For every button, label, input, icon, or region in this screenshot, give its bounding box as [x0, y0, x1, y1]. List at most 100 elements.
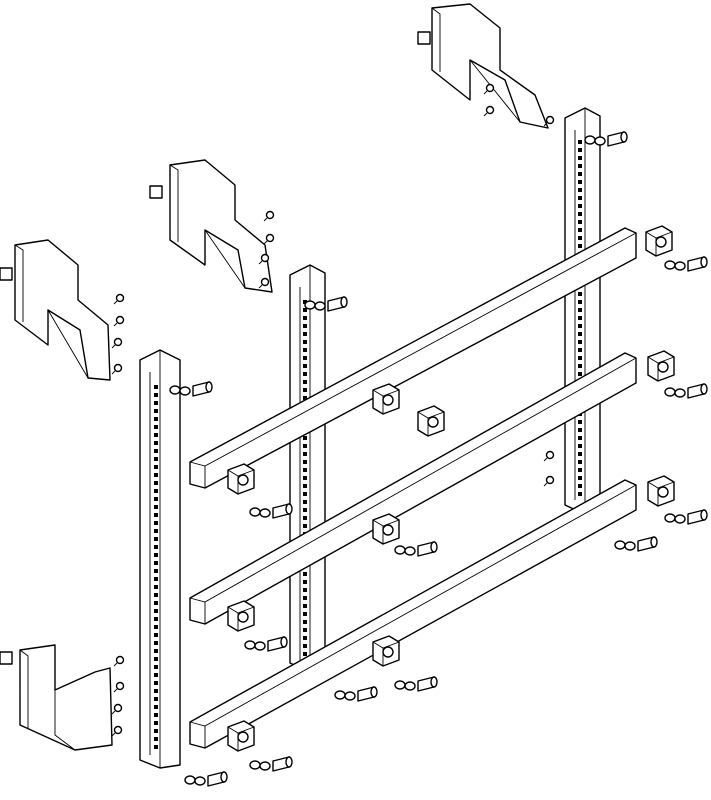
rail-hole	[154, 601, 158, 605]
screw-with-washers	[249, 756, 293, 772]
rail-hole	[303, 612, 307, 616]
clamp	[227, 720, 255, 752]
rail-hole	[154, 665, 158, 669]
rail-hole	[154, 401, 158, 405]
rail-hole	[578, 204, 582, 208]
rail-hole	[154, 745, 158, 749]
rail-hole	[154, 625, 158, 629]
small-screw	[263, 210, 275, 222]
rail-hole	[154, 537, 158, 541]
rail-hole	[154, 441, 158, 445]
rail-hole	[303, 444, 307, 448]
rail-hole	[303, 356, 307, 360]
vertical-rail-right	[564, 107, 601, 513]
rail-hole	[303, 644, 307, 648]
small-screw	[113, 681, 125, 693]
small-screw	[111, 725, 123, 737]
rail-hole	[154, 513, 158, 517]
rail-hole	[303, 596, 307, 600]
rail-hole	[303, 388, 307, 392]
rail-hole	[303, 604, 307, 608]
rail-hole	[303, 460, 307, 464]
rail-hole	[578, 348, 582, 352]
screw-with-washers	[664, 509, 708, 525]
screw-with-washers	[249, 503, 293, 519]
rail-hole	[578, 476, 582, 480]
screw-with-washers	[394, 676, 438, 692]
rail-hole	[154, 457, 158, 461]
rail-hole	[578, 428, 582, 432]
rail-hole	[303, 500, 307, 504]
rail-hole	[154, 425, 158, 429]
rail-hole	[154, 633, 158, 637]
rail-hole	[303, 332, 307, 336]
rail-hole	[154, 497, 158, 501]
clamp	[645, 225, 673, 257]
rail-hole	[303, 588, 307, 592]
rail-hole	[578, 484, 582, 488]
rail-hole	[578, 436, 582, 440]
rail-hole	[303, 340, 307, 344]
small-screw	[113, 655, 125, 667]
rail-hole	[154, 673, 158, 677]
rail-hole	[303, 300, 307, 304]
rail-hole	[303, 516, 307, 520]
clamp	[227, 463, 255, 495]
clamp	[417, 405, 445, 437]
clamp	[227, 600, 255, 632]
rail-hole	[578, 164, 582, 168]
rail-hole	[303, 396, 307, 400]
rail-hole	[154, 529, 158, 533]
rail-hole	[303, 476, 307, 480]
small-screw	[111, 363, 123, 375]
mounting-bracket-bottom-left	[0, 644, 113, 751]
small-screw	[111, 337, 123, 349]
small-screw	[113, 293, 125, 305]
rail-hole	[303, 636, 307, 640]
rail-hole	[154, 417, 158, 421]
rail-hole	[154, 577, 158, 581]
rail-hole	[154, 393, 158, 397]
rail-hole	[154, 553, 158, 557]
rail-hole	[578, 444, 582, 448]
rail-hole	[154, 649, 158, 653]
rail-hole	[578, 332, 582, 336]
rail-hole	[303, 628, 307, 632]
rail-hole	[578, 244, 582, 248]
rail-hole	[154, 473, 158, 477]
rail-hole	[154, 641, 158, 645]
rail-hole	[303, 372, 307, 376]
mounting-bracket-middle	[149, 159, 273, 293]
rail-hole	[303, 364, 307, 368]
rail-hole	[154, 545, 158, 549]
rail-hole	[154, 449, 158, 453]
screw-with-washers	[394, 541, 438, 557]
rail-hole	[154, 409, 158, 413]
rail-hole	[154, 689, 158, 693]
rail-hole	[578, 308, 582, 312]
vertical-rail-middle	[289, 264, 326, 671]
rail-hole	[154, 385, 158, 389]
rail-hole	[303, 492, 307, 496]
rail-hole	[578, 468, 582, 472]
rail-hole	[154, 681, 158, 685]
rail-hole	[154, 713, 158, 717]
rail-hole	[578, 492, 582, 496]
rail-hole	[578, 212, 582, 216]
rail-hole	[578, 220, 582, 224]
screw-with-washers	[334, 686, 378, 702]
rail-hole	[303, 324, 307, 328]
clamp	[372, 513, 400, 545]
rail-hole	[578, 300, 582, 304]
vertical-rail-left	[139, 349, 181, 769]
rail-hole	[578, 460, 582, 464]
screw-with-washers	[664, 383, 708, 399]
rail-hole	[578, 140, 582, 144]
rail-hole	[303, 620, 307, 624]
rail-hole	[578, 196, 582, 200]
rail-hole	[154, 433, 158, 437]
rail-hole	[303, 508, 307, 512]
rail-hole	[578, 372, 582, 376]
small-screw	[543, 450, 555, 462]
rail-hole	[154, 585, 158, 589]
